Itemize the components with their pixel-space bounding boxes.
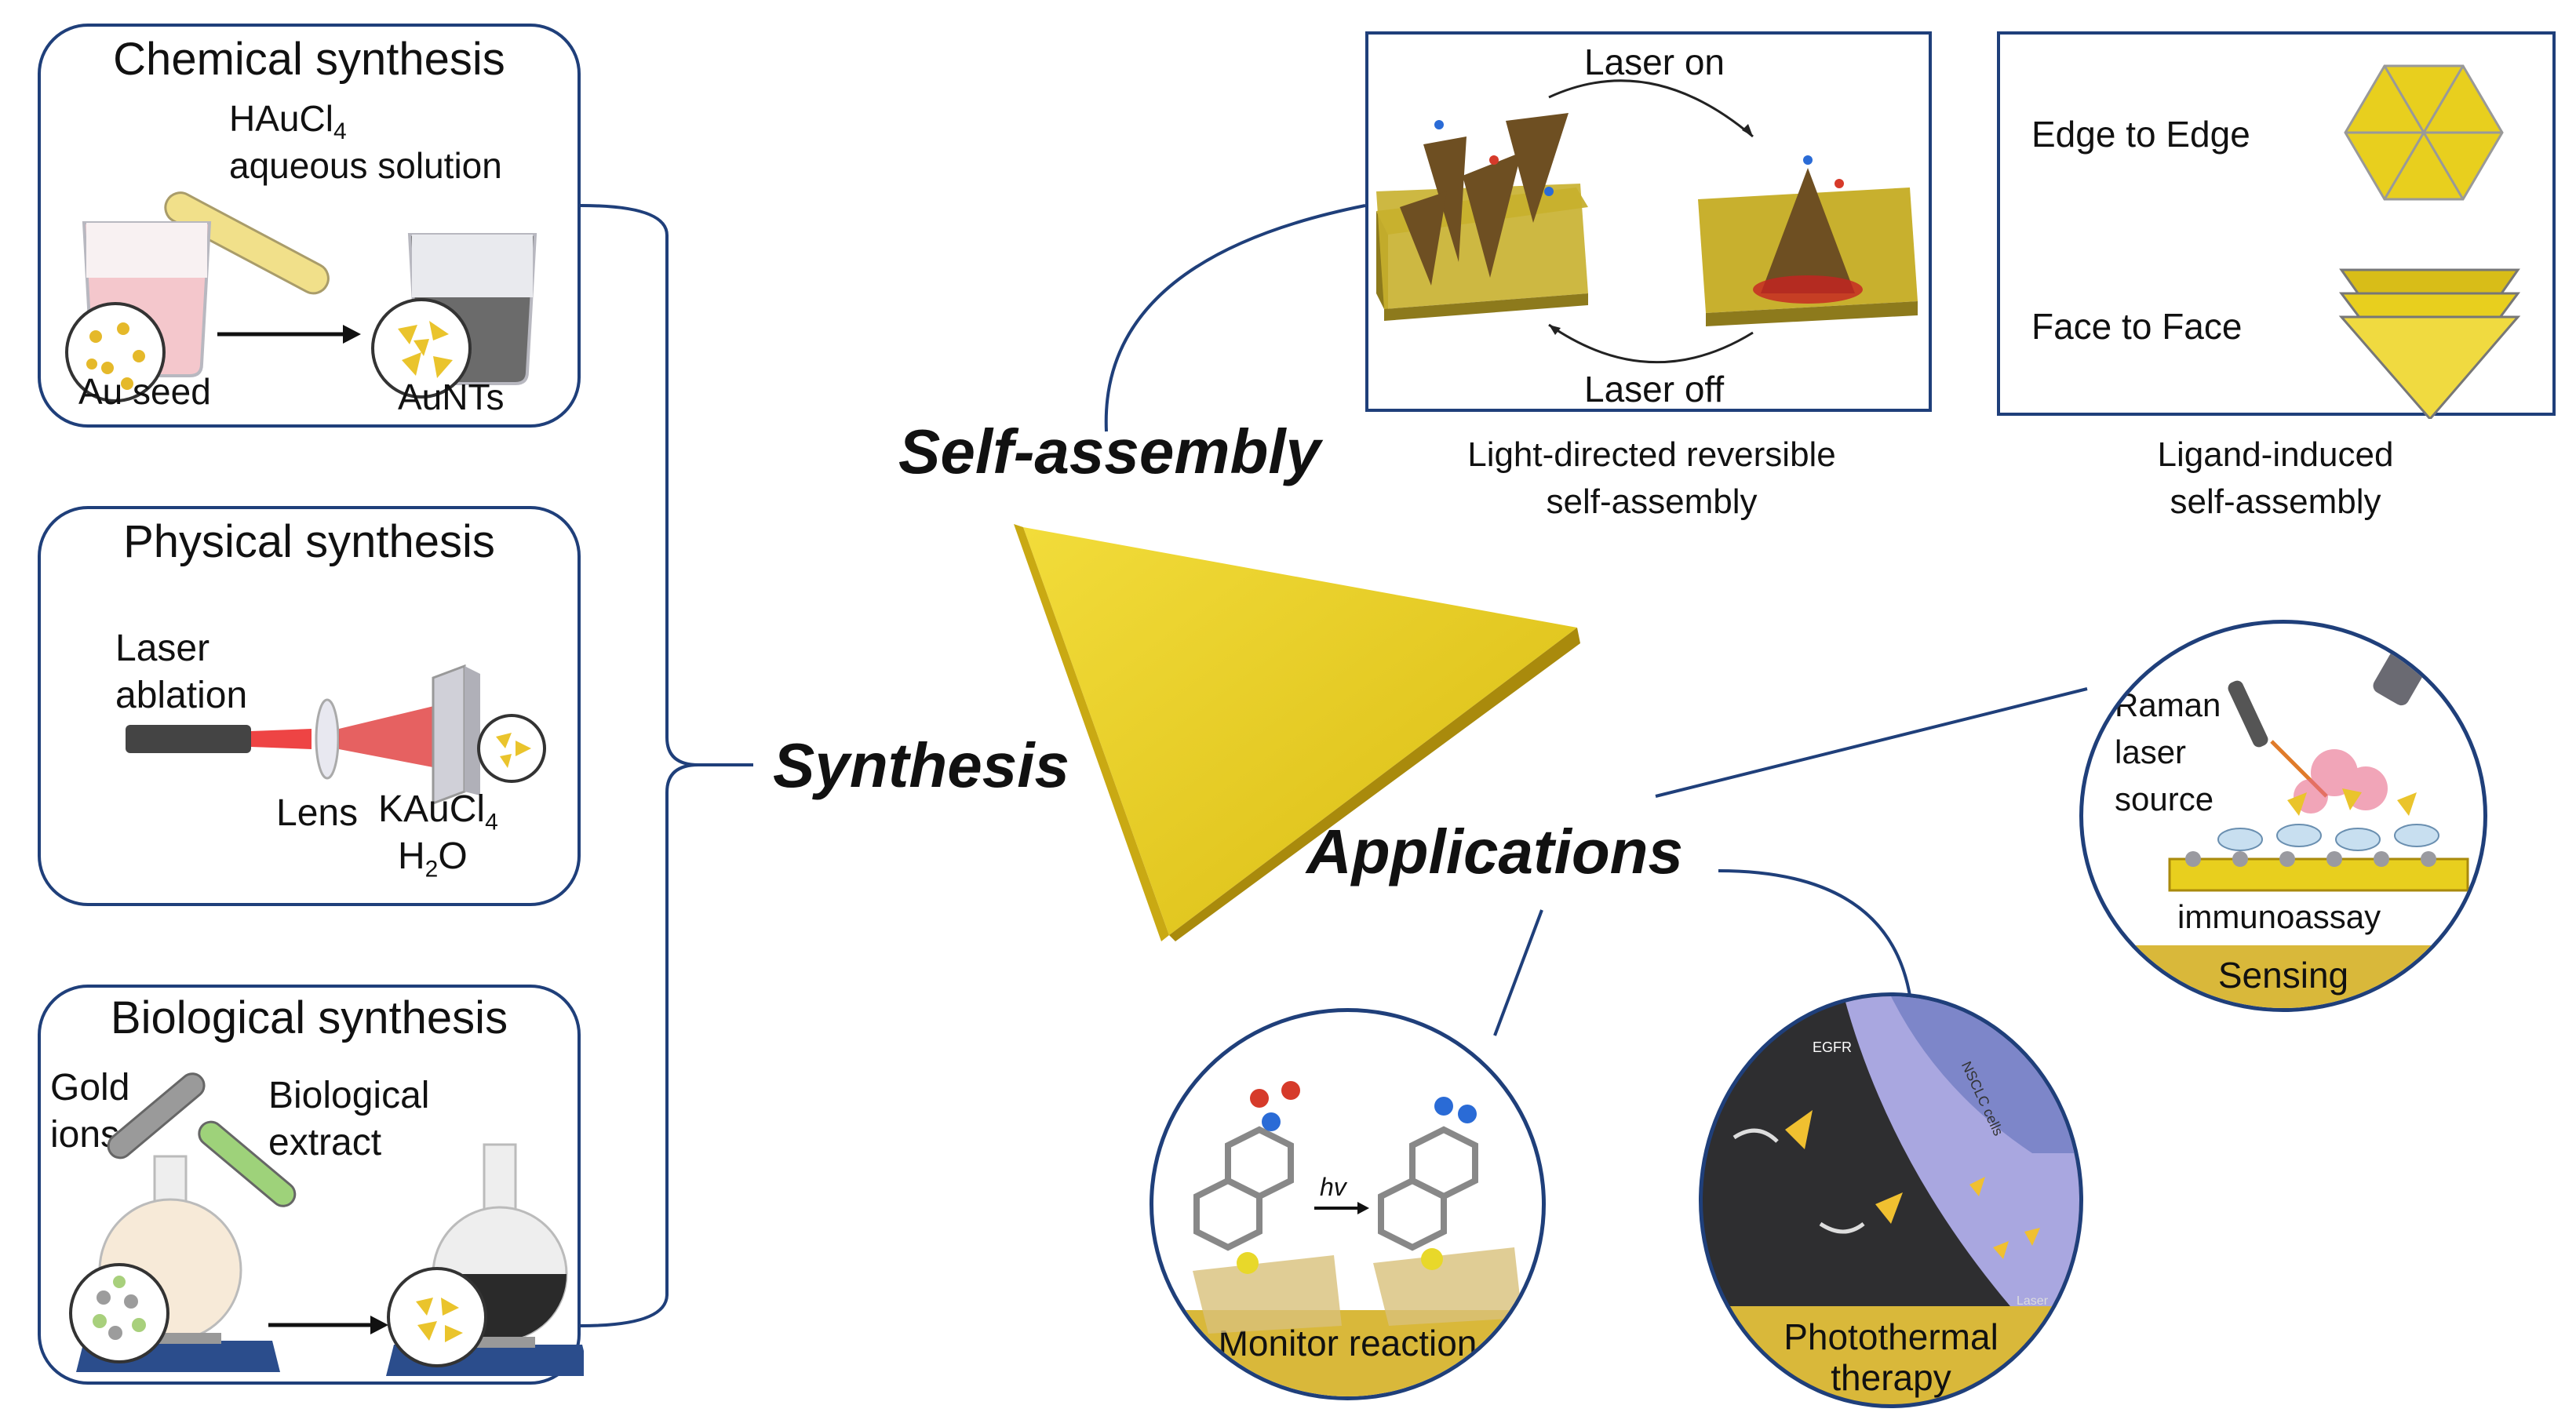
sensing-band [2083,945,2483,1008]
cuvette-icon [432,664,480,806]
face-to-face-stack [2338,268,2521,419]
photothermal-circle: EGFR NSCLC cells Laser Photothermal ther… [1699,992,2083,1408]
physical-synthesis-panel: Physical synthesis Laser ablation Lens K… [38,506,581,906]
physical-synthesis-title: Physical synthesis [123,516,495,567]
raman-line1: Raman [2115,686,2221,723]
salt-label: KAuCl4 [378,788,498,835]
gold-ions-line1: Gold [50,1067,130,1108]
photothermal-band-line1: Photothermal [1784,1316,1998,1357]
laser-small-label: Laser [2017,1294,2049,1308]
monitor-illustration [1193,1081,1522,1334]
biological-synthesis-illustration [69,1072,584,1376]
raman-line2: laser [2115,734,2187,770]
self-assembly-label: Self-assembly [898,417,1321,486]
face-to-face-label: Face to Face [2031,306,2243,347]
light-directed-caption: Light-directed reversible self-assembly [1467,435,1836,521]
extract-line1: Biological [268,1075,430,1116]
ligand-assembly-illustration [2338,64,2521,419]
photothermal-illustration [1733,996,2079,1390]
laser-pointer-icon [2228,680,2268,748]
au-seed-circle [65,302,166,402]
laser-ablation-line2: ablation [115,675,248,716]
laser-device-icon [126,725,251,753]
au-seed-label: Au seed [78,371,211,412]
ligand-induced-assembly-box: Edge to Edge Face to Face [1997,31,2556,419]
reagent-solution-label: aqueous solution [229,145,502,186]
biological-synthesis-title: Biological synthesis [110,992,508,1043]
sensing-band-label: Sensing [2217,955,2349,996]
chemical-synthesis-illustration [65,191,537,402]
synthesis-label: Synthesis [773,730,1069,800]
gold-ions-circle [69,1263,169,1363]
chemical-synthesis-title: Chemical synthesis [113,34,505,85]
sensing-illustration [2168,643,2469,892]
gold-nanotriangle [1014,524,1580,941]
photothermal-band [1703,1306,2079,1404]
detector-icon [2373,643,2429,706]
lens-label: Lens [276,792,359,834]
extract-line2: extract [268,1122,382,1163]
hv-label: hv [1320,1173,1346,1201]
light-assembly-illustration [1376,79,1918,364]
photothermal-band-line2: therapy [1831,1357,1951,1398]
raman-line3: source [2115,781,2214,817]
chemical-synthesis-panel: Chemical synthesis HAuCl4 aqueous soluti… [38,24,581,428]
edge-to-edge-label: Edge to Edge [2031,114,2250,155]
biological-synthesis-panel: Biological synthesis Gold ions Biologica… [38,985,584,1385]
extract-tube-icon [198,1120,297,1207]
physical-synthesis-illustration [126,664,546,806]
egfr-label: EGFR [1813,1039,1853,1055]
laser-off-label: Laser off [1584,369,1725,410]
sensing-circle: Sensing Raman laser source immunoassay [2079,620,2487,1012]
gold-ions-tube-icon [107,1072,206,1159]
reagent-label: HAuCl4 [229,98,347,145]
laser-on-label: Laser on [1584,42,1725,82]
edge-to-edge-hexagon [2344,64,2504,201]
gold-nanotriangles-circle [387,1267,487,1367]
immunoassay-label: immunoassay [2177,898,2381,935]
monitor-reaction-circle: Monitor reaction hv [1150,1008,1546,1400]
gold-substrate [2168,857,2469,892]
laser-beam [251,729,312,749]
light-directed-assembly-box: Laser on Laser off [1365,31,1932,412]
product-circle [477,714,546,783]
ligand-induced-caption: Ligand-induced self-assembly [2157,435,2394,521]
water-label: H2O [398,835,468,883]
aunts-label: AuNTs [398,377,505,417]
lens-icon [315,698,340,780]
applications-label: Applications [1306,817,1684,886]
laser-ablation-line1: Laser [115,628,210,669]
test-tube-icon [164,191,330,295]
